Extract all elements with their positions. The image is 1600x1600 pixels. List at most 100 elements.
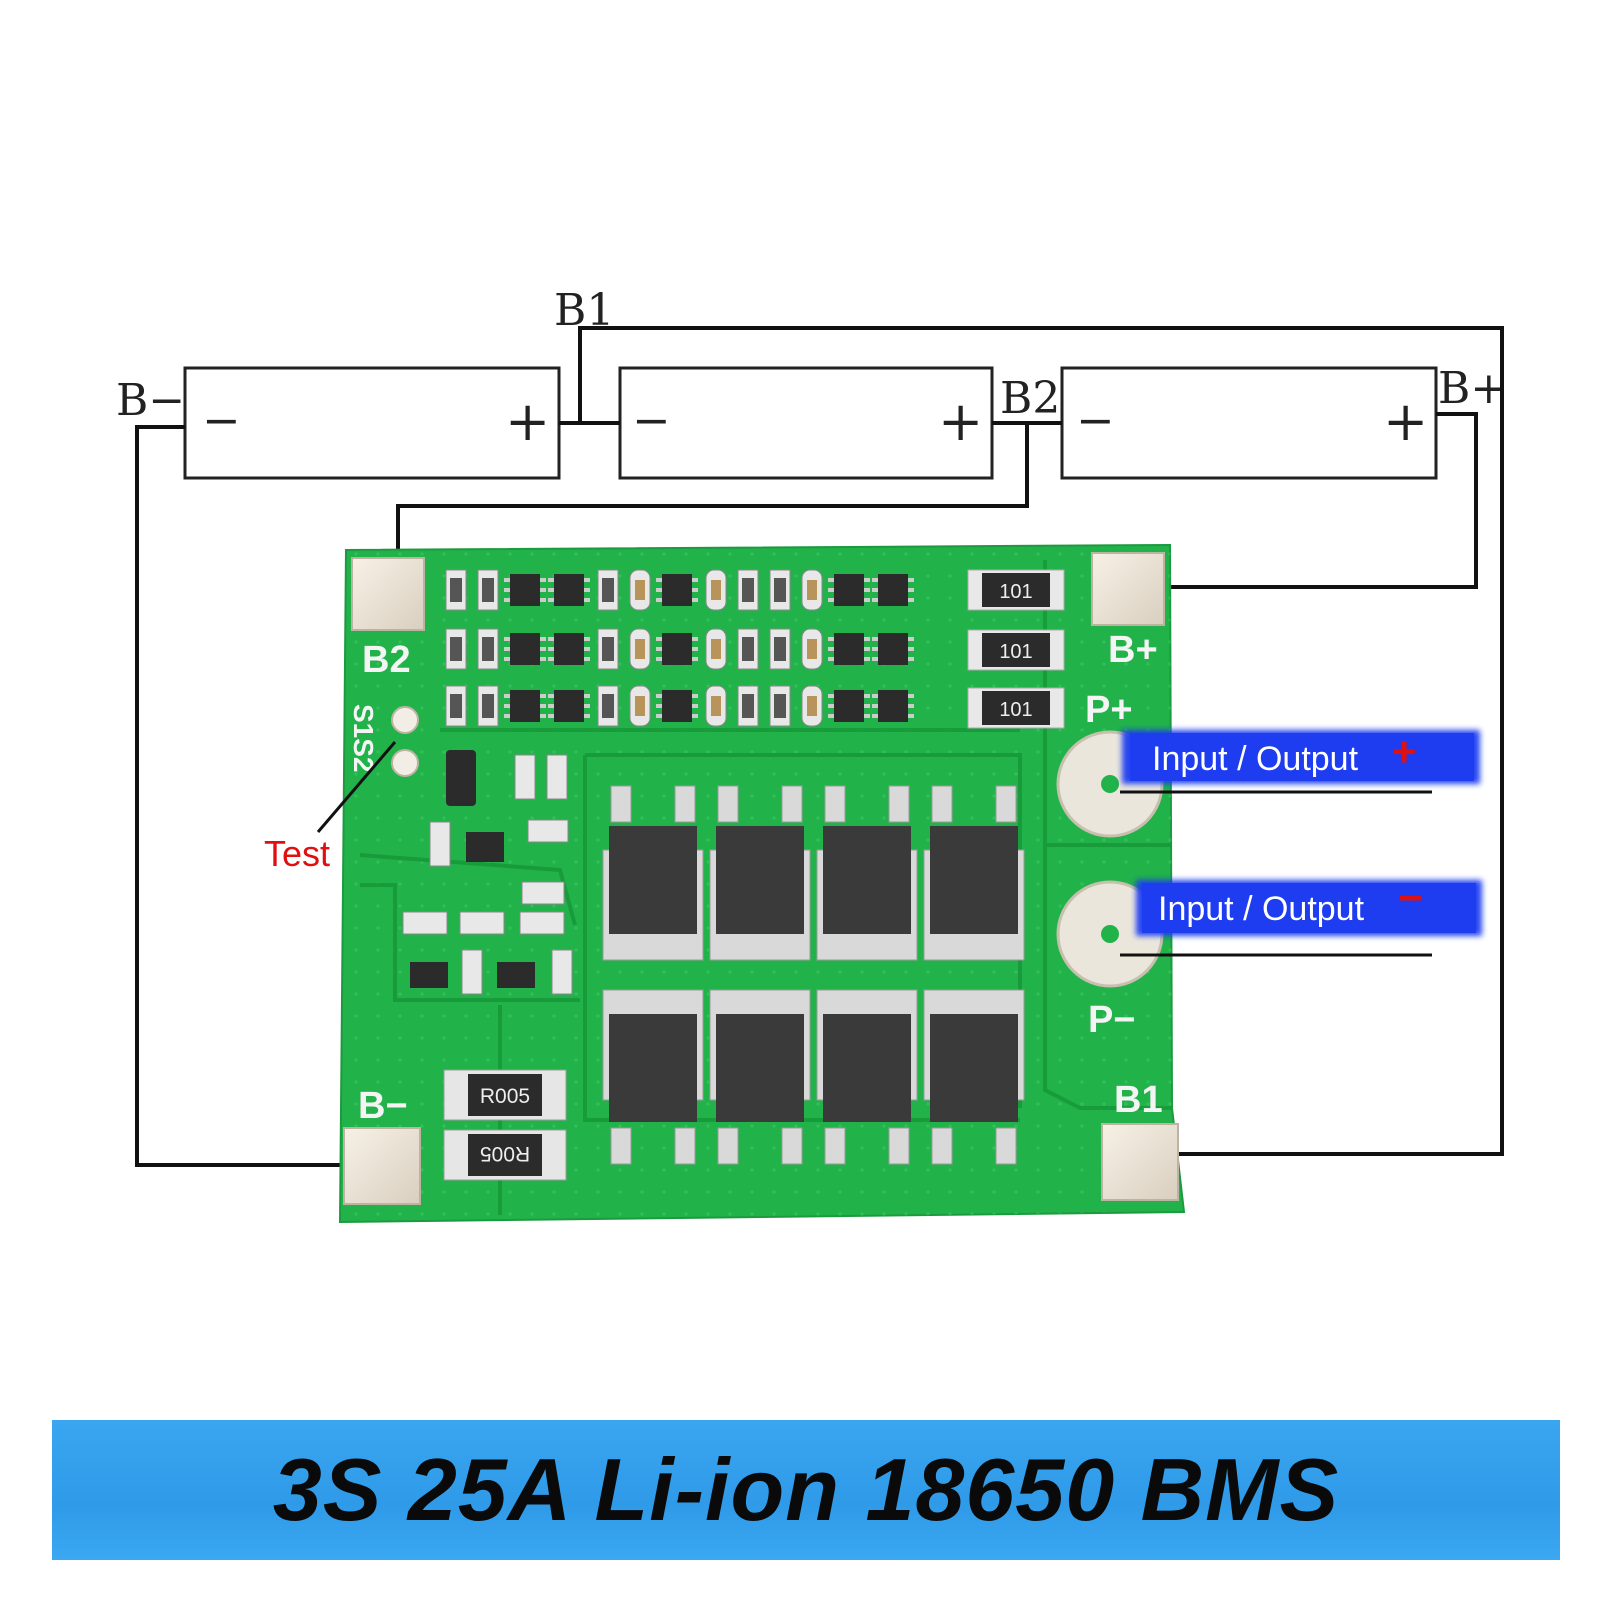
mosfet [816,785,918,961]
shunt-resistors: R005 R005 [443,1069,567,1181]
ic-pin [692,637,698,641]
ic-pin [656,588,662,592]
smd-capacitor-body [711,639,721,659]
smd-resistor-body [450,637,462,661]
smd-ic [878,574,908,606]
ic-pin [504,578,510,582]
smd-capacitor-body [711,696,721,716]
smd-resistor-body [482,578,494,602]
ic-pin [864,578,870,582]
ic-pin [692,647,698,651]
pad-b-minus [343,1127,421,1205]
smd-capacitor-body [807,639,817,659]
callout-io-positive [1130,733,1474,781]
resistors-101: 101 101 101 [967,569,1065,729]
ic-pin [908,657,914,661]
bms-pcb: B2 B+ P+ P− B− B1 S1S2 101 101 [338,543,1186,1224]
ic-pin [656,704,662,708]
ic-pin [872,637,878,641]
ic-pin [540,694,546,698]
silk-s1s2: S1S2 [348,704,379,773]
ic-pin [504,598,510,602]
mosfet-leg [995,1127,1017,1165]
silk-p-plus: P+ [1085,689,1133,731]
ic-pin [540,598,546,602]
resistor-101-2: 101 [967,629,1065,671]
mosfet-leg [717,1127,739,1165]
ic-pin [864,694,870,698]
ic-pin [872,714,878,718]
ic-pin [872,588,878,592]
cell-1 [183,366,561,480]
cell-3 [1060,366,1438,480]
silk-b2: B2 [362,639,411,681]
mosfet-body [716,826,804,934]
smd-ic [554,690,584,722]
smd-resistor-body [482,694,494,718]
cell-2 [618,366,994,480]
ic-pin [908,704,914,708]
mosfet-body [930,826,1018,934]
test-pointer [316,741,397,833]
wire-b1 [578,326,1504,1156]
ic-pin [584,637,590,641]
silkscreen: B2 B+ P+ P− B− B1 S1S2 [348,629,1163,1127]
mosfet [602,785,704,961]
ic-pin [656,714,662,718]
mosfet [709,785,811,961]
silk-p-minus: P− [1088,999,1136,1041]
svg-text:R005: R005 [480,1142,530,1165]
ic-pin [548,578,554,582]
ic-pin [584,694,590,698]
ic-pin [908,588,914,592]
ic-pin [908,694,914,698]
mosfet-body [823,826,911,934]
mosfet [923,785,1025,961]
silk-b1: B1 [1114,1079,1163,1121]
ic-pin [828,704,834,708]
smd-resistor-body [450,578,462,602]
ic-pin [504,647,510,651]
mosfet-body [823,1014,911,1122]
ic-pin [872,694,878,698]
mosfet-leg [781,785,803,823]
smd-capacitor-body [635,580,645,600]
ic-pin [540,647,546,651]
label-b-minus: B− [116,375,185,426]
label-b2: B2 [1000,373,1060,424]
ic-pin [872,598,878,602]
ic-pin [692,598,698,602]
shunt-r005-1: R005 [443,1069,567,1121]
ic-pin [828,647,834,651]
ic-pin [828,657,834,661]
pad-b-plus [1091,552,1165,626]
svg-text:101: 101 [999,581,1032,603]
ic-pin [692,694,698,698]
smd-capacitor-body [711,580,721,600]
ic-pin [828,598,834,602]
mosfet-body [716,1014,804,1122]
ic-pin [828,588,834,592]
ic-pin [692,578,698,582]
wire-b-minus [135,425,378,1167]
ic-pin [504,704,510,708]
ic-pin [828,578,834,582]
ic-pin [692,588,698,592]
mosfet-leg [674,1127,696,1165]
smd-resistor-body [482,637,494,661]
svg-text:101: 101 [999,699,1032,721]
smd-resistor-body [742,637,754,661]
ic-pin [656,647,662,651]
smd-resistor-body [450,694,462,718]
ic-pin [548,588,554,592]
smd-resistor-body [774,637,786,661]
cell-2-plus: + [938,390,983,453]
smd-ic [662,574,692,606]
mosfet-leg [888,1127,910,1165]
ic-pin [908,647,914,651]
cell-3-minus: − [1076,393,1115,447]
ic-pin [584,598,590,602]
ic-pin [540,637,546,641]
smd-ic [878,690,908,722]
ic-pin [540,578,546,582]
